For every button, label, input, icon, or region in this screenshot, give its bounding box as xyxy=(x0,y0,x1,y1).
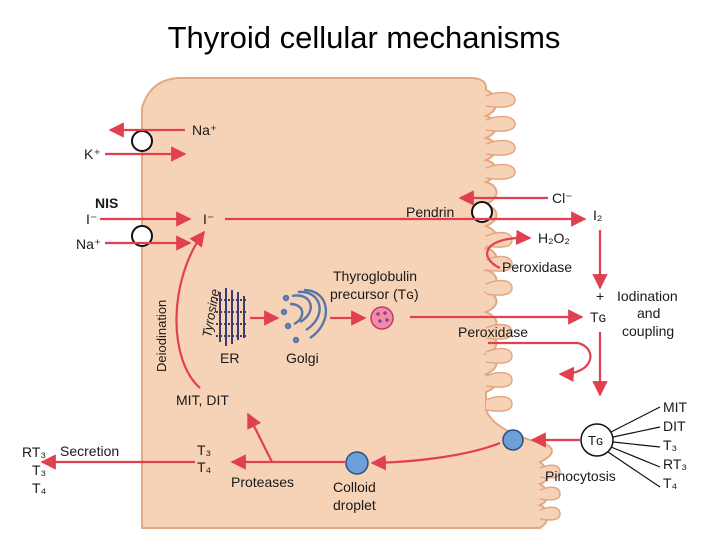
label-colloid: Colloid xyxy=(333,479,376,495)
label-rt3-out: RT₃ xyxy=(22,444,46,460)
label-plus: + xyxy=(596,288,604,304)
label-thyroglobulin: Thyroglobulin xyxy=(333,268,417,284)
label-and: and xyxy=(637,305,660,321)
thyroglobulin-vesicle xyxy=(370,306,394,330)
label-peroxidase-mid: Peroxidase xyxy=(458,324,528,340)
page-title: Thyroid cellular mechanisms xyxy=(167,20,561,55)
label-fan-dit: DIT xyxy=(663,418,686,434)
label-na-left: Na⁺ xyxy=(76,236,101,252)
nis-transporter xyxy=(131,225,153,247)
label-h2o2: H₂O₂ xyxy=(538,230,570,246)
label-iodination: Iodination xyxy=(617,288,678,304)
label-i2: I₂ xyxy=(593,207,602,223)
label-proteases: Proteases xyxy=(231,474,294,490)
label-tg-circle: Tɢ xyxy=(588,433,603,448)
label-na-top: Na⁺ xyxy=(192,122,217,138)
label-peroxidase-top: Peroxidase xyxy=(502,259,572,275)
label-er: ER xyxy=(220,350,239,366)
label-fan-mit: MIT xyxy=(663,399,688,415)
pinocytosis-arrow xyxy=(370,441,501,471)
label-pinocytosis: Pinocytosis xyxy=(545,468,616,484)
deiodination-arrow xyxy=(175,230,205,389)
vesicle-dots xyxy=(376,311,389,323)
label-deiodination: Deiodination xyxy=(154,300,169,372)
label-coupling: coupling xyxy=(622,323,674,339)
label-tg-right: Tɢ xyxy=(590,309,606,325)
label-precursor: precursor (Tɢ) xyxy=(330,286,419,302)
tg-fan-lines xyxy=(607,406,661,488)
label-t3-out: T₃ xyxy=(32,462,46,478)
pinocytosis-vesicle xyxy=(502,429,524,451)
h2o2-arrow xyxy=(486,229,532,270)
label-droplet: droplet xyxy=(333,497,376,513)
label-t4-cell: T₄ xyxy=(197,459,212,475)
label-i-inside: I⁻ xyxy=(203,211,214,227)
mit-dit-arrow xyxy=(247,412,273,463)
label-pendrin: Pendrin xyxy=(406,204,454,220)
tg-lumen-circle xyxy=(580,423,614,457)
label-fan-t4: T₄ xyxy=(663,475,678,491)
label-fan-t3: T₃ xyxy=(663,437,677,453)
label-nis: NIS xyxy=(95,195,118,211)
label-i-left: I⁻ xyxy=(86,211,97,227)
colloid-droplet xyxy=(345,451,369,475)
na-k-pump xyxy=(131,130,153,152)
label-k: K⁺ xyxy=(84,146,101,162)
peroxidase-hook-arrow xyxy=(488,341,592,383)
label-t3-cell: T₃ xyxy=(197,442,211,458)
label-cl: Cl⁻ xyxy=(552,190,573,206)
label-mit-dit: MIT, DIT xyxy=(176,392,229,408)
er-organelle xyxy=(216,288,248,346)
label-t4-out: T₄ xyxy=(32,480,47,496)
label-golgi: Golgi xyxy=(286,350,319,366)
label-fan-rt3: RT₃ xyxy=(663,456,687,472)
golgi-organelle xyxy=(280,288,327,344)
pendrin-transporter xyxy=(471,201,493,223)
label-secretion: Secretion xyxy=(60,443,119,459)
